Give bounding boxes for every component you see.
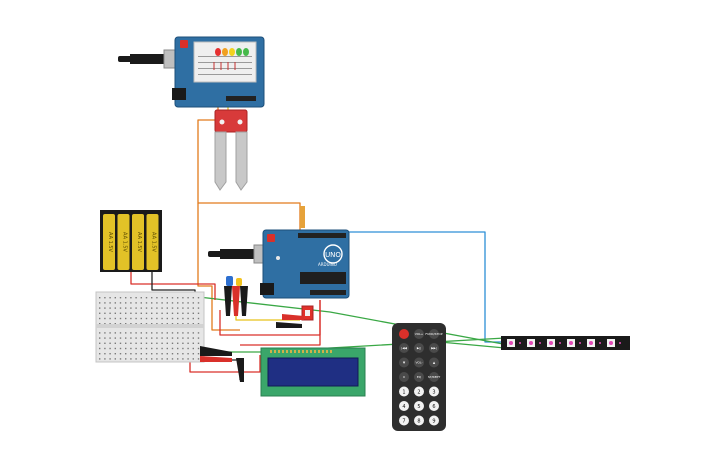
remote-button-label: 1 bbox=[402, 389, 405, 395]
remote-button-label: ▶|| bbox=[417, 346, 421, 350]
remote-button[interactable] bbox=[429, 357, 439, 368]
wire-orange-top[interactable] bbox=[197, 107, 301, 236]
lcd-screen bbox=[267, 357, 359, 387]
remote-button-label: 6 bbox=[432, 404, 435, 410]
remote-button-label: 2 bbox=[417, 389, 420, 395]
wire-red-3[interactable] bbox=[240, 300, 321, 346]
remote-button[interactable] bbox=[429, 415, 439, 426]
remote-button[interactable] bbox=[399, 372, 409, 382]
wire-red-battery[interactable] bbox=[130, 272, 216, 300]
remote-button[interactable] bbox=[414, 401, 424, 411]
breadboard[interactable] bbox=[95, 291, 205, 363]
remote-button[interactable] bbox=[429, 386, 439, 397]
battery-cell bbox=[103, 214, 115, 270]
remote-button[interactable] bbox=[414, 357, 424, 368]
battery-cell-label: AA 1.5V bbox=[107, 232, 113, 253]
sensor-probe-right bbox=[235, 131, 248, 191]
wire-black-2[interactable] bbox=[205, 359, 241, 380]
remote-button-label: 8 bbox=[417, 418, 420, 424]
remote-button-label: ST/REPT bbox=[428, 375, 441, 379]
usb-cable-top bbox=[118, 56, 132, 62]
digital-header bbox=[298, 233, 346, 238]
remote-button-label: VOL- bbox=[415, 361, 422, 365]
remote-button[interactable] bbox=[414, 343, 424, 353]
alligator-clips bbox=[200, 206, 305, 382]
remote-button-label: 9 bbox=[432, 418, 435, 424]
microcontroller-chip bbox=[300, 272, 346, 284]
remote-button-label: 5 bbox=[417, 404, 420, 410]
arduino-uno[interactable]: UNO ARDUINO bbox=[208, 229, 350, 299]
ir-remote[interactable]: VOL+FUNC/STOP |◀◀ ▶|| ▶▶| ▼ VOL- ▲ 0 EQ ST/REPT 1 2… bbox=[392, 323, 446, 431]
sensor-board bbox=[214, 109, 248, 133]
remote-button[interactable] bbox=[414, 372, 424, 382]
remote-button-label: 4 bbox=[402, 404, 405, 410]
remote-button-label: 3 bbox=[432, 389, 435, 395]
analog-header bbox=[310, 290, 346, 295]
remote-button[interactable] bbox=[429, 401, 439, 411]
remote-button[interactable] bbox=[399, 386, 409, 397]
remote-button-label: EQ bbox=[417, 375, 422, 379]
battery-cell bbox=[146, 214, 159, 270]
remote-button-label: ▶▶| bbox=[431, 346, 437, 350]
remote-button-label: FUNC/STOP bbox=[425, 332, 442, 336]
remote-button-label: 0 bbox=[403, 375, 405, 379]
remote-button-label: 7 bbox=[402, 418, 405, 424]
led-row bbox=[215, 48, 249, 56]
remote-button-label: VOL+ bbox=[415, 332, 424, 336]
battery-cell-label: AA 1.5V bbox=[122, 232, 128, 253]
battery-cell bbox=[132, 214, 144, 270]
battery-cell-label: AA 1.5V bbox=[151, 232, 157, 253]
usb-cable-bottom bbox=[208, 251, 222, 257]
wire-green-3[interactable] bbox=[439, 341, 506, 349]
remote-button[interactable] bbox=[429, 372, 439, 382]
battery-cell bbox=[117, 214, 130, 270]
arduino-uno-label: UNO bbox=[325, 251, 341, 259]
soil-moisture-sensor[interactable] bbox=[214, 109, 248, 191]
neopixel-strip[interactable] bbox=[501, 336, 630, 350]
remote-button[interactable] bbox=[399, 343, 409, 353]
wire-orange-2[interactable] bbox=[197, 203, 240, 331]
remote-button[interactable] bbox=[429, 343, 439, 353]
arduino-brand-label: ARDUINO bbox=[318, 262, 337, 267]
arduino-top[interactable] bbox=[118, 36, 265, 108]
remote-button-label: |◀◀ bbox=[401, 346, 407, 350]
remote-button[interactable] bbox=[414, 386, 424, 397]
sensor-probe-left bbox=[214, 131, 227, 191]
remote-button-label: ▲ bbox=[433, 361, 436, 365]
remote-button[interactable] bbox=[399, 357, 409, 368]
remote-button[interactable] bbox=[414, 415, 424, 426]
power-icon[interactable] bbox=[399, 329, 409, 339]
remote-button[interactable] bbox=[399, 401, 409, 411]
remote-button[interactable] bbox=[414, 329, 424, 339]
lcd-display[interactable] bbox=[260, 347, 366, 397]
remote-button-label: ▼ bbox=[403, 361, 406, 365]
battery-pack[interactable]: AA 1.5V AA 1.5V AA 1.5V AA 1.5V bbox=[100, 210, 162, 272]
battery-cell-label: AA 1.5V bbox=[136, 232, 142, 253]
ir-receiver[interactable] bbox=[226, 276, 242, 286]
remote-button[interactable] bbox=[399, 415, 409, 426]
remote-button[interactable] bbox=[429, 329, 439, 339]
relay-module[interactable] bbox=[301, 305, 314, 321]
